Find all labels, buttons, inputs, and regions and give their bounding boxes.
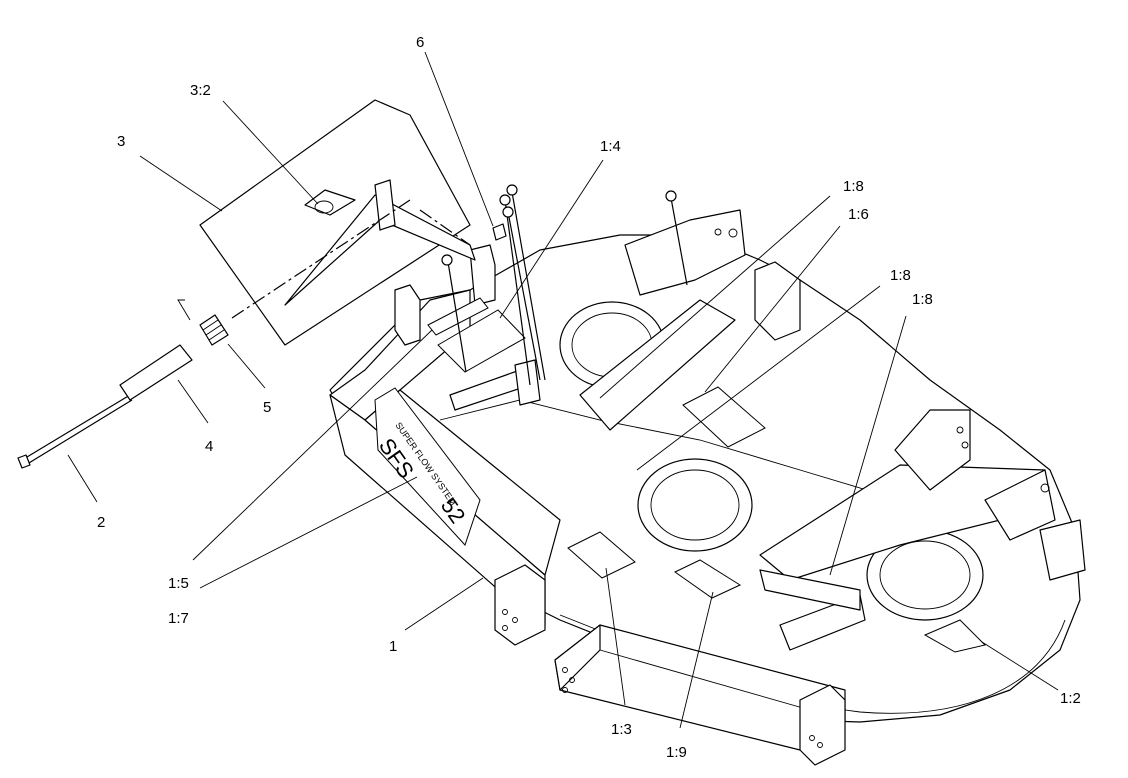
decal-1-5 (427, 297, 489, 336)
pivot-rod-assembly (17, 199, 471, 469)
callout-1-8-right: 1:8 (912, 291, 933, 308)
callout-1: 1 (389, 638, 397, 655)
callout-2: 2 (97, 514, 105, 531)
callout-1-7: 1:7 (168, 610, 189, 627)
callout-1-8-top: 1:8 (843, 178, 864, 195)
callout-6: 6 (416, 34, 424, 51)
callout-1-5: 1:5 (168, 575, 189, 592)
decal-1-9 (674, 559, 742, 599)
blade-opening-right (866, 529, 984, 621)
callout-3: 3 (117, 133, 125, 150)
callout-1-8-mid: 1:8 (890, 267, 911, 284)
mower-deck: SUPER FLOW SYSTEM SFS 52 (329, 209, 1086, 766)
blade-opening-center (637, 458, 753, 552)
decal-1-3 (567, 531, 636, 579)
callout-labels: 6 3:2 3 1:4 1:8 1:6 1:8 1:8 5 4 2 1:5 1:… (97, 34, 1081, 761)
discharge-deflector (199, 99, 476, 346)
callout-1-6: 1:6 (848, 206, 869, 223)
callout-4: 4 (205, 438, 213, 455)
callout-1-4: 1:4 (600, 138, 621, 155)
callout-1-3: 1:3 (611, 721, 632, 738)
callout-1-9: 1:9 (666, 744, 687, 761)
decal-1-2 (923, 619, 986, 653)
decal-1-6 (682, 386, 766, 448)
decal-1-4 (437, 309, 526, 373)
bolts (441, 184, 688, 386)
callout-1-2: 1:2 (1060, 690, 1081, 707)
callout-5: 5 (263, 399, 271, 416)
callout-3-2: 3:2 (190, 82, 211, 99)
brand-decal: SUPER FLOW SYSTEM SFS 52 (374, 387, 481, 546)
leader-lines (67, 51, 1059, 729)
